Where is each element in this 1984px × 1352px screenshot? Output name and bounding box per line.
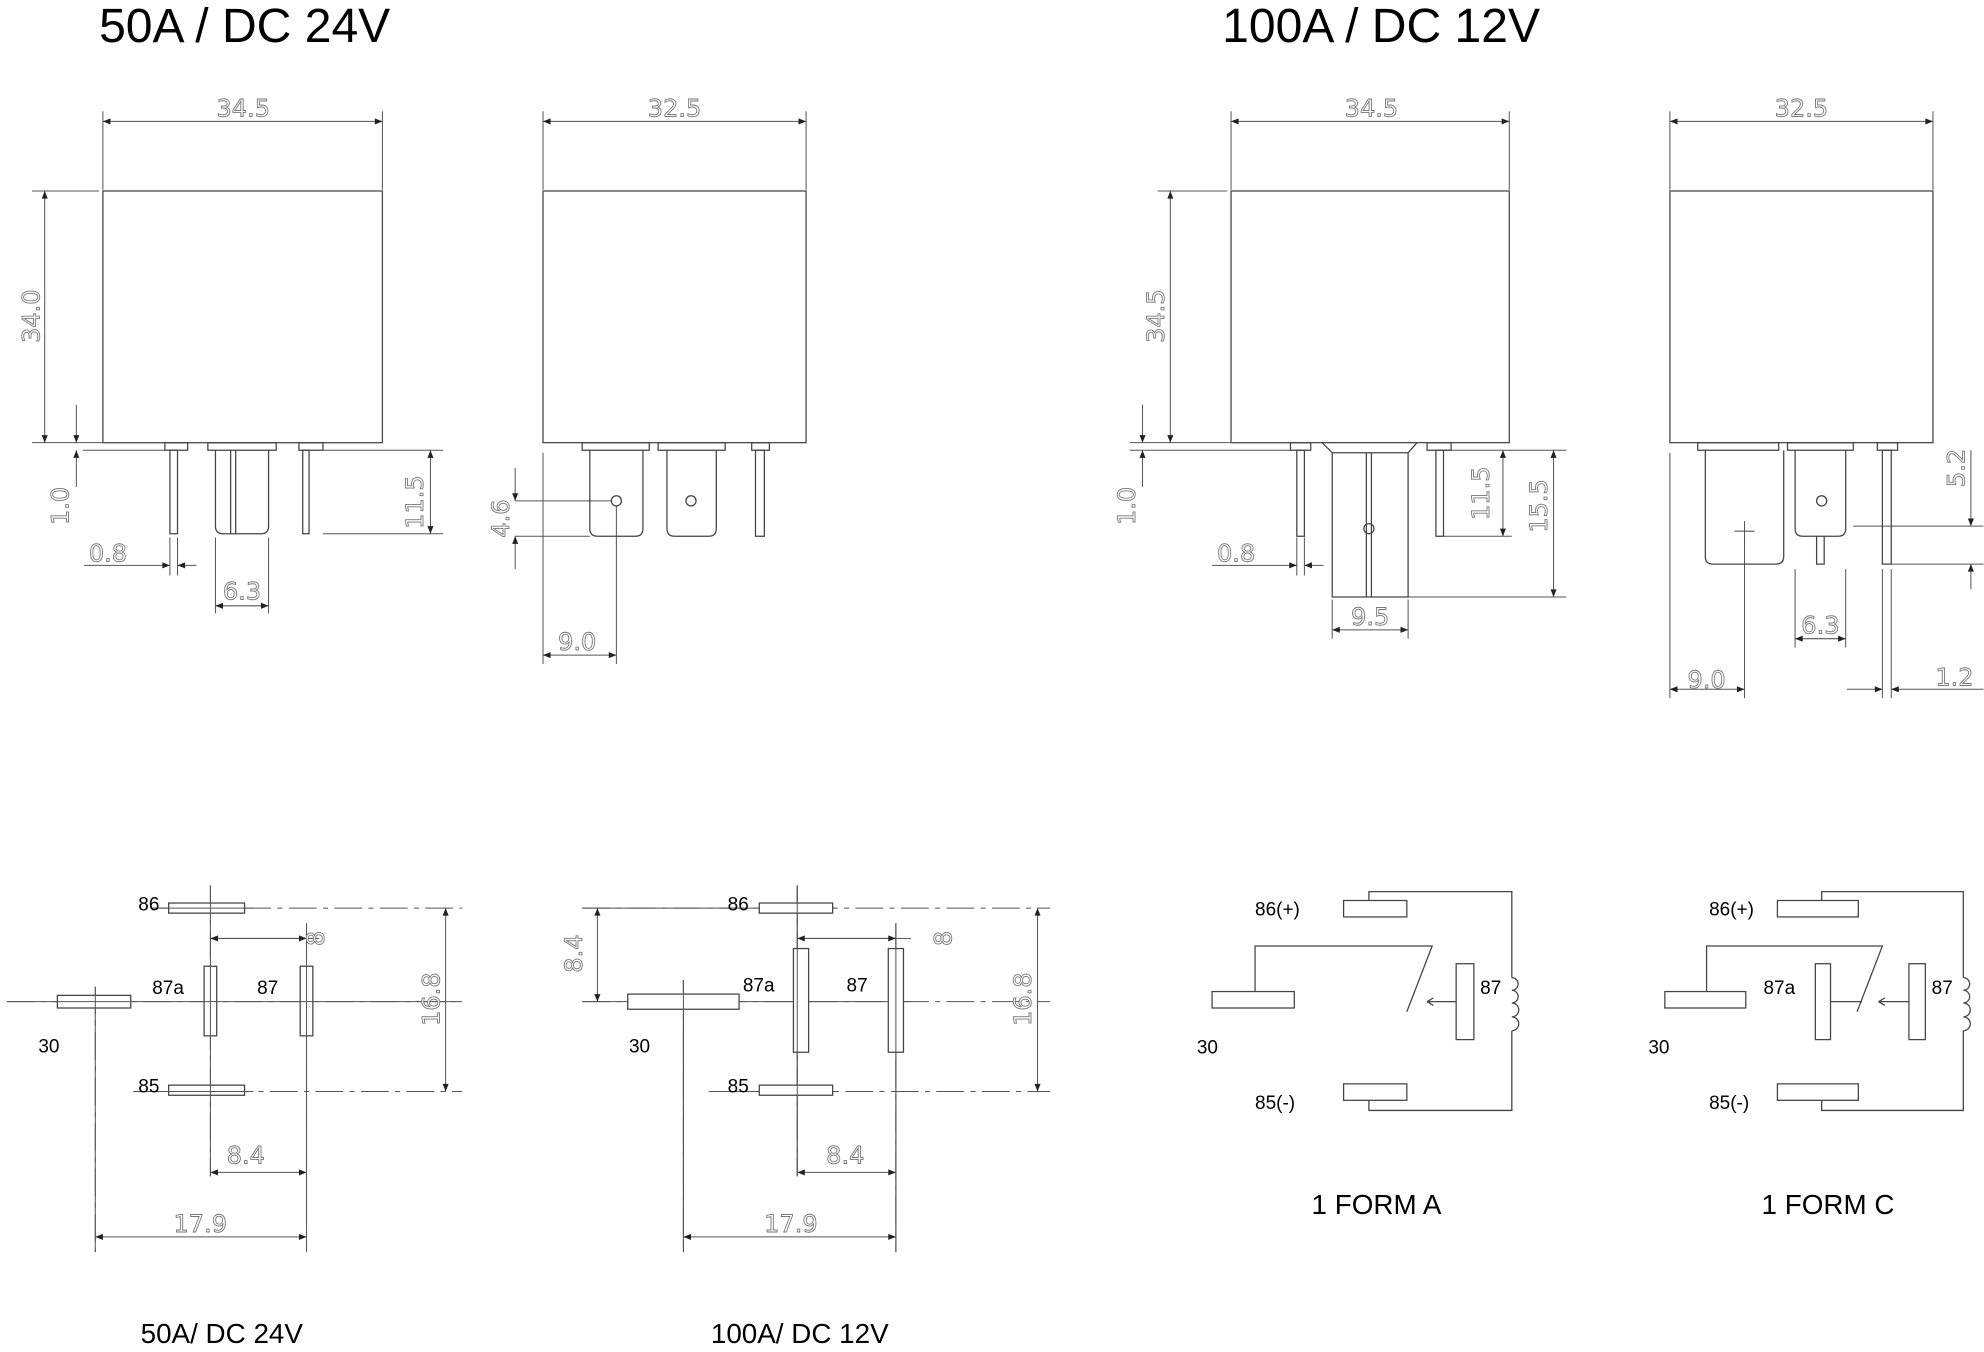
dim-pin-length: 11.5 — [401, 475, 429, 528]
dim-dx: 8.4 — [227, 1142, 265, 1170]
dim-total: 17.9 — [174, 1210, 227, 1238]
footprint-50a: 86 85 87a 87 30 8 16.8 8.4 17.9 50A/ DC … — [6, 885, 463, 1349]
caption: 1 FORM C — [1762, 1189, 1895, 1220]
pin-30-label: 30 — [38, 1036, 59, 1057]
pin-85-label: 85(-) — [1255, 1093, 1295, 1114]
dim-width: 32.5 — [648, 94, 701, 122]
dim-hole-height: 5.2 — [1943, 449, 1971, 487]
view-100a-side: 32.5 5.2 6.3 9.0 1.2 — [1669, 94, 1984, 699]
dim-hole-x: 9.0 — [558, 628, 596, 656]
dim-pitch: 8 — [930, 931, 958, 946]
dim-pitch: 8 — [302, 931, 330, 946]
dim-width: 32.5 — [1775, 94, 1828, 122]
dim-total: 17.9 — [764, 1210, 817, 1238]
pin-86-label: 86(+) — [1709, 900, 1754, 921]
dim-height: 16.8 — [417, 972, 445, 1025]
dim-pin-wide: 9.5 — [1351, 603, 1389, 631]
pin-87a-label: 87a — [152, 978, 184, 999]
schematic-form-a: 86(+) 85(-) 30 87 1 FORM A — [1197, 891, 1520, 1220]
dim-dx: 8.4 — [826, 1142, 864, 1170]
dim-hole-height: 4.6 — [487, 499, 515, 537]
view-50a-side: 32.5 4.6 9.0 — [486, 94, 807, 664]
dim-width: 34.5 — [217, 94, 270, 122]
view-100a-front: 34.5 34.5 1.0 11.5 15.5 0.8 9.5 — [1112, 94, 1567, 639]
dim-pin-thin: 0.8 — [89, 540, 127, 568]
pin-85-label: 85 — [138, 1077, 159, 1098]
pin-87-label: 87 — [1480, 978, 1501, 999]
dim-pin-wide: 6.3 — [223, 577, 261, 605]
caption: 50A/ DC 24V — [141, 1318, 304, 1349]
pin-87a-label: 87a — [1763, 978, 1795, 999]
dim-pin-thin: 0.8 — [1217, 540, 1255, 568]
dim-width: 34.5 — [1345, 94, 1398, 122]
dim-pin-wide: 6.3 — [1801, 612, 1839, 640]
pin-87-label: 87 — [1932, 978, 1953, 999]
dim-offset: 8.4 — [560, 935, 588, 973]
dim-height: 16.8 — [1009, 972, 1037, 1025]
pin-87-label: 87 — [257, 978, 278, 999]
view-50a-front: 34.5 34.0 1.0 11.5 0.8 6.3 — [17, 94, 444, 614]
title-100a: 100A / DC 12V — [1222, 0, 1540, 53]
pin-87a-label: 87a — [743, 976, 775, 997]
pin-86-label: 86 — [728, 895, 749, 916]
pin-85-label: 85 — [728, 1077, 749, 1098]
pin-86-label: 86(+) — [1255, 900, 1300, 921]
schematic-form-c: 86(+) 85(-) 30 87a 87 1 FORM C — [1648, 891, 1971, 1220]
dim-pin-thin: 1.2 — [1935, 663, 1973, 691]
pin-30-label: 30 — [1197, 1038, 1218, 1059]
pin-30-label: 30 — [629, 1036, 650, 1057]
dim-pin-length: 11.5 — [1467, 467, 1495, 520]
pin-30-label: 30 — [1648, 1038, 1669, 1059]
dim-height: 34.5 — [1142, 289, 1170, 342]
footprint-100a: 86 85 87a 87 30 8.4 8 16.8 8.4 17.9 100A… — [560, 885, 1051, 1349]
dim-pin-length-long: 15.5 — [1525, 479, 1553, 532]
caption: 1 FORM A — [1312, 1189, 1442, 1220]
dim-gap: 1.0 — [1113, 487, 1141, 525]
pin-87-label: 87 — [847, 976, 868, 997]
pin-86-label: 86 — [138, 895, 159, 916]
title-50a: 50A / DC 24V — [99, 0, 390, 53]
dim-hole-x: 9.0 — [1687, 666, 1725, 694]
caption: 100A/ DC 12V — [711, 1318, 889, 1349]
dim-height: 34.0 — [18, 289, 46, 342]
dim-gap: 1.0 — [47, 487, 75, 525]
pin-85-label: 85(-) — [1709, 1093, 1749, 1114]
